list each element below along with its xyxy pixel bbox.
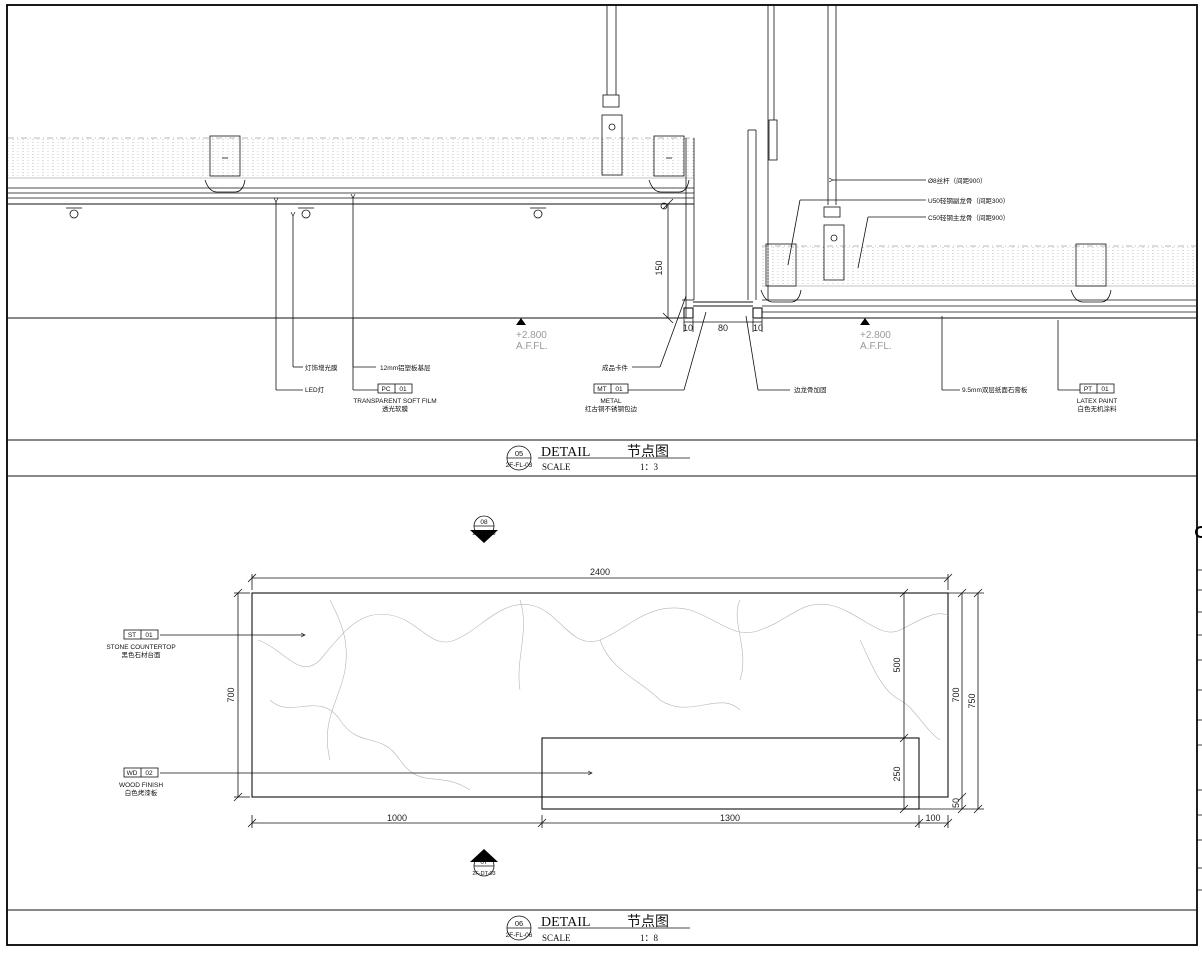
dim-gap-right: 10 <box>753 323 763 333</box>
dim-gap-left: 10 <box>683 323 693 333</box>
dim-bottom-left: 1000 <box>387 813 407 823</box>
level-marker-left-icon <box>516 318 526 325</box>
note-base-board: 12mm铝塑板基层 <box>380 363 431 372</box>
note-gypsum: 9.5mm双层纸面石膏板 <box>962 385 1028 394</box>
level-left-label: A.F.FL. <box>516 341 548 352</box>
tag-st-name: STONE COUNTERTOP <box>106 644 175 651</box>
dim-height-left: 700 <box>226 687 236 702</box>
dim-upper: 500 <box>892 657 902 672</box>
tag-pt-num: 01 <box>1101 386 1109 393</box>
detail-05-tag-number: 05 <box>515 449 523 458</box>
detail-06-tag-ref: 2F-FL-06 <box>506 932 533 939</box>
dim-bottom-right: 100 <box>925 813 940 823</box>
note-light-film: 灯饰增光膜 <box>305 363 338 372</box>
level-left-value: +2.800 <box>516 330 547 341</box>
detail-06-title-bar <box>7 909 1197 941</box>
dim-lower-block: 250 <box>892 766 902 781</box>
detail-05-tag-ref: 2F-FL-03 <box>506 462 533 469</box>
tag-pt-name: LATEX PAINT <box>1077 398 1118 405</box>
tag-mt-name: METAL <box>600 398 622 405</box>
note-led: LED灯 <box>305 385 325 394</box>
led-fixtures <box>66 202 668 219</box>
detail-06-scale-value: 1：8 <box>640 933 659 943</box>
callout-u50: U50轻钢副龙骨（间距300） <box>928 196 1009 205</box>
dim-gap-mid: 80 <box>718 323 728 333</box>
note-edge-keel: 边龙骨加固 <box>794 385 827 394</box>
detail-06-tag-number: 06 <box>515 919 523 928</box>
section-bottom-number: 07 <box>480 859 488 866</box>
tag-wd-cn: 白色烤漆板 <box>125 788 158 797</box>
tag-wd-name: WOOD FINISH <box>119 782 163 789</box>
tag-pc-num: 01 <box>399 386 407 393</box>
section-top-ref: 2F-DT-03 <box>472 531 495 537</box>
tag-wd-num: 02 <box>145 770 153 777</box>
detail-06-drawing <box>160 515 984 877</box>
detail-05-title-bar <box>7 439 1197 477</box>
tag-pc-code: PC <box>381 386 390 393</box>
dim-height-right-outer: 750 <box>967 693 977 708</box>
detail-05-scale-label: SCALE <box>542 462 571 472</box>
title-block-mark <box>1195 526 1202 538</box>
section-bottom-ref: 2F-DT-03 <box>472 871 495 877</box>
detail-05-drawing: 150 10 80 10 +2.800 A.F.FL. +2.800 A.F.F… <box>8 5 1196 391</box>
callout-c50: C50轻钢主龙骨（间距900） <box>928 213 1009 222</box>
dim-drop: 150 <box>654 260 664 275</box>
callout-rod: Ø8丝杆（间距900） <box>928 176 987 185</box>
detail-06-title-cn: 节点图 <box>627 914 669 930</box>
note-clip: 成品卡件 <box>602 363 629 372</box>
level-marker-right-icon <box>860 318 870 325</box>
detail-06-title-en: DETAIL <box>541 915 590 930</box>
dim-overall-width: 2400 <box>590 567 610 577</box>
detail-05-scale-value: 1：3 <box>640 462 659 472</box>
detail-05-title-en: DETAIL <box>541 445 590 460</box>
tag-pc-cn: 透光软膜 <box>382 404 409 413</box>
level-right-label: A.F.FL. <box>860 341 892 352</box>
tag-st-code: ST <box>128 632 136 639</box>
tag-st-cn: 黑色石材台面 <box>122 650 162 659</box>
detail-05-title-cn: 节点图 <box>627 444 669 460</box>
title-block-ticks <box>1197 569 1202 891</box>
tag-wd-code: WD <box>127 770 138 777</box>
dim-height-right-inner: 700 <box>951 687 961 702</box>
level-right-value: +2.800 <box>860 330 891 341</box>
dim-bottom-mid: 1300 <box>720 813 740 823</box>
section-top-number: 08 <box>480 519 488 526</box>
tag-st-num: 01 <box>145 632 153 639</box>
tag-pt-cn: 白色无机涂料 <box>1078 404 1118 413</box>
tag-mt-num: 01 <box>615 386 623 393</box>
tag-pt-code: PT <box>1084 386 1092 393</box>
tag-mt-cn: 红古铜不锈钢包边 <box>585 404 638 413</box>
dim-base-gap: 50 <box>951 798 961 808</box>
tag-mt-code: MT <box>597 386 606 393</box>
detail-06-scale-label: SCALE <box>542 933 571 943</box>
tag-pc-name: TRANSPARENT SOFT FILM <box>353 398 436 405</box>
